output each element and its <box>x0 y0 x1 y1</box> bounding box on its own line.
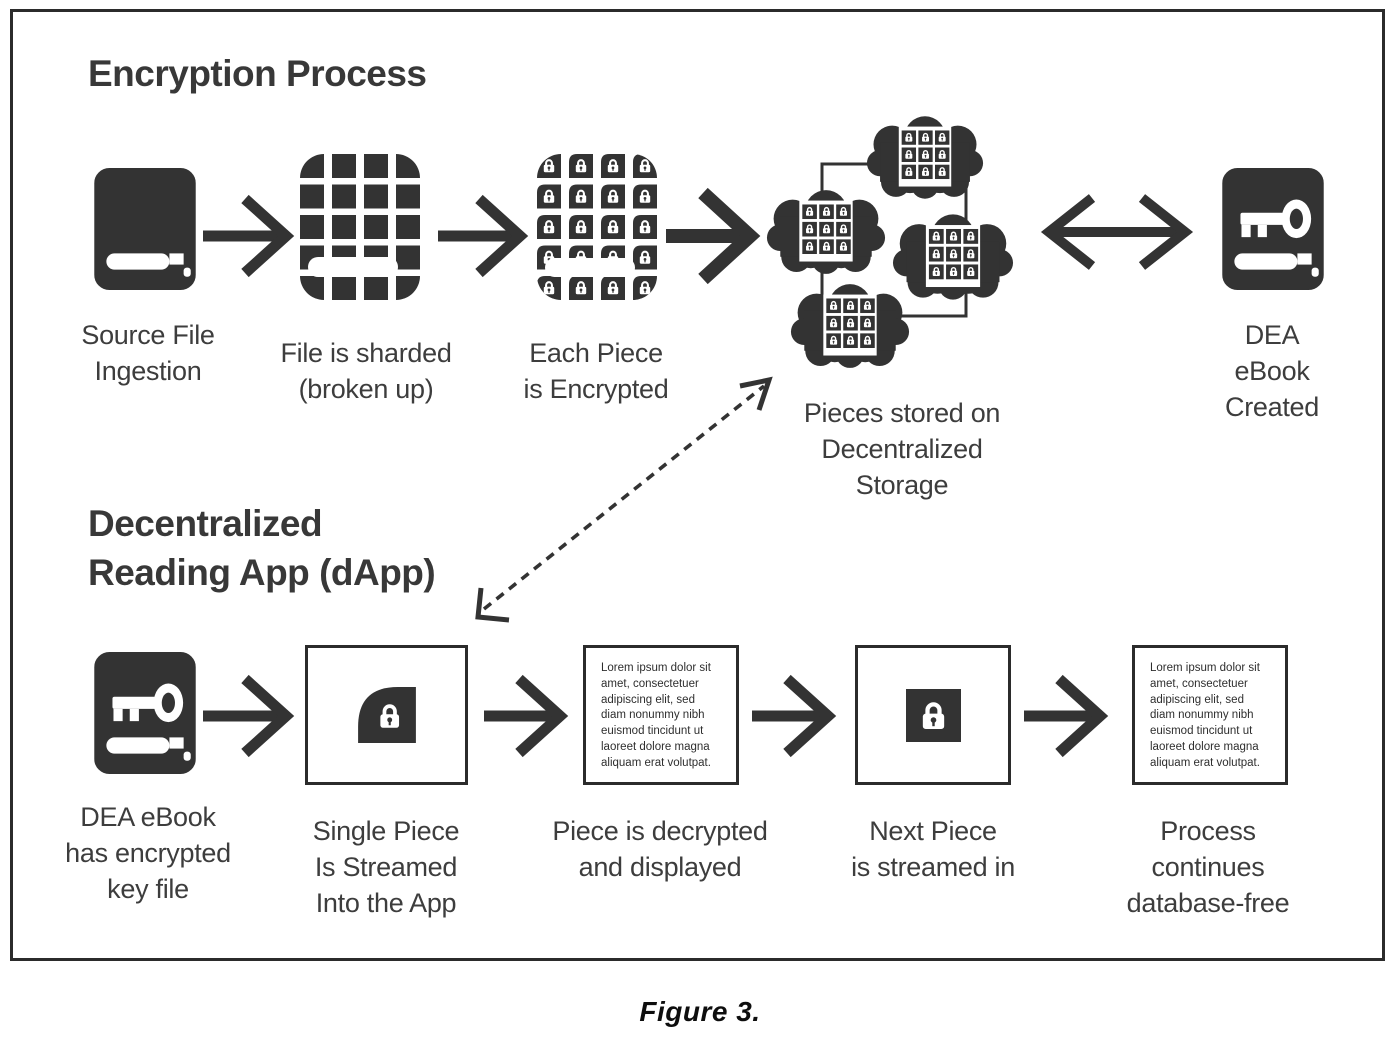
arrow-source-to-shard <box>203 194 295 278</box>
diagram-border <box>10 9 1385 961</box>
arrow-decrypt-to-next <box>752 674 837 758</box>
source-file-book-icon <box>94 168 196 290</box>
label-decentralized-storage: Pieces stored on Decentralized Storage <box>803 398 1001 500</box>
storage-cloud-left-icon <box>767 190 885 274</box>
encrypted-pieces-grid-icon <box>537 154 657 300</box>
label-process-continues: Process continues database-free <box>1126 816 1290 918</box>
arrow-single-to-decrypt <box>484 674 569 758</box>
decrypted-page-box: Lorem ipsum dolor sit amet, consectetuer… <box>583 645 739 785</box>
storage-cloud-top-icon <box>867 116 983 198</box>
arrow-encrypt-to-storage <box>666 187 761 285</box>
storage-cloud-right-icon <box>893 214 1013 299</box>
label-piece-encrypted: Each Piece is Encrypted <box>523 338 669 404</box>
label-piece-decrypted: Piece is decrypted and displayed <box>552 816 768 882</box>
continued-page-text: Lorem ipsum dolor sit amet, consectetuer… <box>1150 662 1260 769</box>
dashed-stream-link <box>475 376 773 623</box>
label-source-file: Source File Ingestion <box>81 320 215 386</box>
next-piece-box <box>855 645 1011 785</box>
arrow-storage-ebook-bidirectional <box>1040 194 1194 270</box>
continued-page-box: Lorem ipsum dolor sit amet, consectetuer… <box>1132 645 1288 785</box>
label-next-piece-streamed: Next Piece is streamed in <box>851 816 1015 882</box>
label-single-piece-streamed: Single Piece Is Streamed Into the App <box>312 816 460 918</box>
single-piece-icon <box>357 687 416 743</box>
arrow-keyfile-to-single <box>203 674 295 758</box>
storage-cloud-bottom-icon <box>791 284 909 368</box>
sharded-file-grid-icon <box>300 154 420 300</box>
dea-ebook-keyfile-icon <box>94 652 196 774</box>
arrow-next-to-continue <box>1024 674 1109 758</box>
label-dea-ebook-created: DEA eBook Created <box>1225 320 1319 422</box>
figure-caption: Figure 3. <box>639 996 761 1027</box>
single-piece-box <box>305 645 468 785</box>
dapp-section-title: Decentralized Reading App (dApp) <box>88 503 436 593</box>
encryption-section-title: Encryption Process <box>88 53 427 94</box>
next-piece-lock-icon <box>905 688 961 742</box>
label-dea-ebook-keyfile: DEA eBook has encrypted key file <box>65 802 231 904</box>
decrypted-page-text: Lorem ipsum dolor sit amet, consectetuer… <box>601 662 711 769</box>
label-file-sharded: File is sharded (broken up) <box>280 338 452 404</box>
dea-ebook-key-icon <box>1222 168 1324 290</box>
arrow-shard-to-encrypt <box>438 194 529 278</box>
